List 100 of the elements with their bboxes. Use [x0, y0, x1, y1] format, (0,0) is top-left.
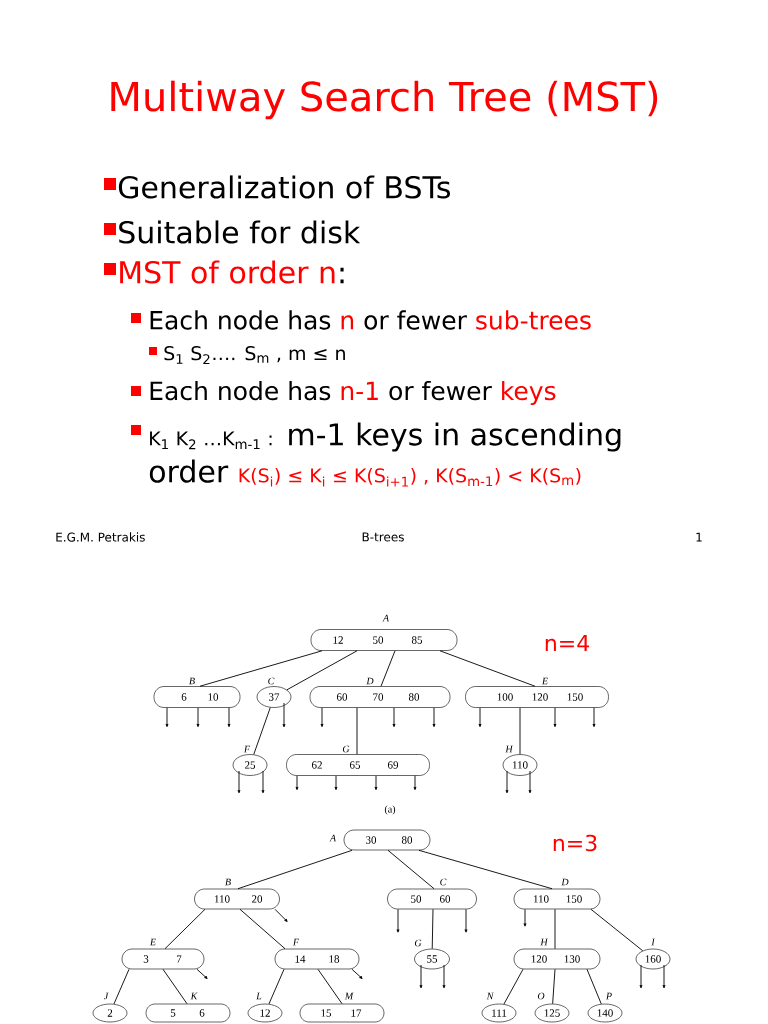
tree-node: 125 — [534, 1003, 570, 1023]
tree-node: 12 — [247, 1003, 283, 1023]
tree-node: 3 7 — [121, 948, 205, 970]
pointer-arrow — [351, 968, 363, 979]
tree-node: 25 — [232, 754, 268, 776]
label: keys — [502, 380, 556, 406]
tree-node: 2 — [92, 1003, 128, 1023]
node-letter: A — [382, 614, 390, 622]
tree-node: 55 — [414, 948, 450, 970]
pointer-arrow — [464, 908, 468, 933]
pointer-arrow — [320, 707, 324, 728]
footer-text: E.G.M. Petrakis — [56, 532, 145, 542]
tree-link — [586, 968, 602, 1005]
order-label: n=4 — [545, 635, 589, 652]
node-letter: H — [505, 745, 514, 753]
tree-node: 111 — [481, 1003, 517, 1023]
pointer-arrow — [523, 908, 527, 927]
tree-link — [237, 849, 353, 890]
tree-node: 14 18 — [274, 948, 360, 970]
tree-node: 37 — [256, 686, 292, 708]
pointer-arrow — [639, 964, 643, 989]
node-letter: B — [189, 677, 195, 685]
tree-node: 140 — [587, 1003, 623, 1023]
tree-link — [380, 650, 396, 687]
tree-link — [590, 908, 644, 952]
node-letter: F — [292, 938, 300, 946]
node-letter: L — [256, 992, 262, 1000]
node-letter: P — [605, 992, 612, 1000]
tree-node: 15 17 — [299, 1003, 385, 1023]
tree-node: 60 70 80 — [309, 686, 451, 708]
node-label: 85 — [411, 636, 423, 644]
node-letter: M — [344, 992, 354, 1000]
pointer-arrow — [274, 908, 288, 922]
node-letter: A — [329, 834, 337, 842]
pointer-arrow — [282, 702, 286, 728]
tree-node: 110 20 — [194, 888, 280, 910]
pointer-arrow — [592, 707, 596, 728]
tree-node: 100 120 150 — [465, 686, 609, 708]
node-letter: B — [225, 878, 231, 886]
pointer-arrow — [196, 968, 208, 979]
tree-link — [554, 908, 556, 950]
node-label: 3 — [143, 955, 149, 963]
pointer-arrow — [478, 707, 482, 728]
node-label: 69 — [387, 761, 399, 769]
label: Each node has — [150, 380, 331, 401]
node-letter: H — [540, 938, 549, 946]
label: Each node has — [150, 310, 331, 330]
node-letter: N — [486, 992, 494, 1000]
bullet-text: Each node has n or fewer sub-trees — [150, 310, 591, 330]
tree-link — [317, 968, 343, 1005]
pointer-arrow — [413, 775, 417, 791]
node-letter: J — [103, 992, 109, 1000]
tree-node: 5 6 — [145, 1003, 231, 1023]
bullet-text: Generalization of BSTs — [118, 175, 450, 199]
pointer-arrow — [374, 775, 378, 791]
pointer-arrow — [196, 707, 200, 728]
node-letter: C — [440, 878, 447, 886]
slide-title: Multiway Search Tree (MST) — [111, 80, 658, 120]
footer-text: B-trees — [362, 532, 404, 542]
label: or fewer — [389, 380, 492, 401]
tree-node: 30 80 — [343, 829, 431, 851]
node-letter: G — [342, 745, 350, 753]
node-letter: C — [268, 677, 275, 685]
pointer-arrow — [432, 707, 436, 728]
node-letter: D — [366, 677, 374, 685]
tree-link — [439, 650, 536, 687]
tree-node: 62 65 69 — [286, 754, 430, 776]
bullet-text: order K(S$_{i}$) ≤ K$_{i}$ ≤ K(S$_{i+1}$) , K(S$_{m-1}$) < K(S$_{m}$) — [149, 459, 581, 487]
tree-link — [418, 849, 553, 890]
node-letter: I — [651, 938, 656, 946]
tree-node: 110 150 — [513, 888, 601, 910]
pointer-arrow — [396, 908, 400, 933]
pointer-arrow — [505, 770, 509, 794]
pointer-arrow — [392, 707, 396, 728]
node-letter: G — [414, 939, 422, 947]
node-label: 62 — [311, 761, 322, 769]
tree-node: 50 60 — [387, 888, 477, 910]
node-label: 50 — [373, 636, 384, 644]
tree-link — [268, 968, 285, 1005]
bullet-text: Suitable for disk — [119, 220, 361, 244]
tree-link — [164, 908, 206, 950]
bullet-text: MST of order n : — [120, 260, 344, 284]
tree-link — [356, 707, 358, 755]
pointer-arrow — [237, 770, 241, 794]
pointer-arrow — [227, 707, 231, 728]
order-label: n=3 — [553, 834, 597, 852]
tree-link — [253, 707, 271, 755]
node-letter: O — [537, 992, 545, 1000]
tree-link — [519, 707, 521, 755]
tree-node: 160 — [635, 948, 671, 970]
tree-node: 6 10 — [153, 686, 241, 708]
tree-link — [503, 968, 524, 1005]
figure-label: (a) — [384, 805, 396, 815]
node-letter: E — [541, 677, 548, 685]
tree-link — [387, 849, 435, 890]
node-letter: F — [243, 745, 251, 753]
tree-link — [286, 650, 358, 691]
label: n — [341, 315, 354, 330]
bullet-text: Each node has n-1 or fewer keys — [150, 380, 556, 406]
tree-link — [239, 908, 286, 950]
